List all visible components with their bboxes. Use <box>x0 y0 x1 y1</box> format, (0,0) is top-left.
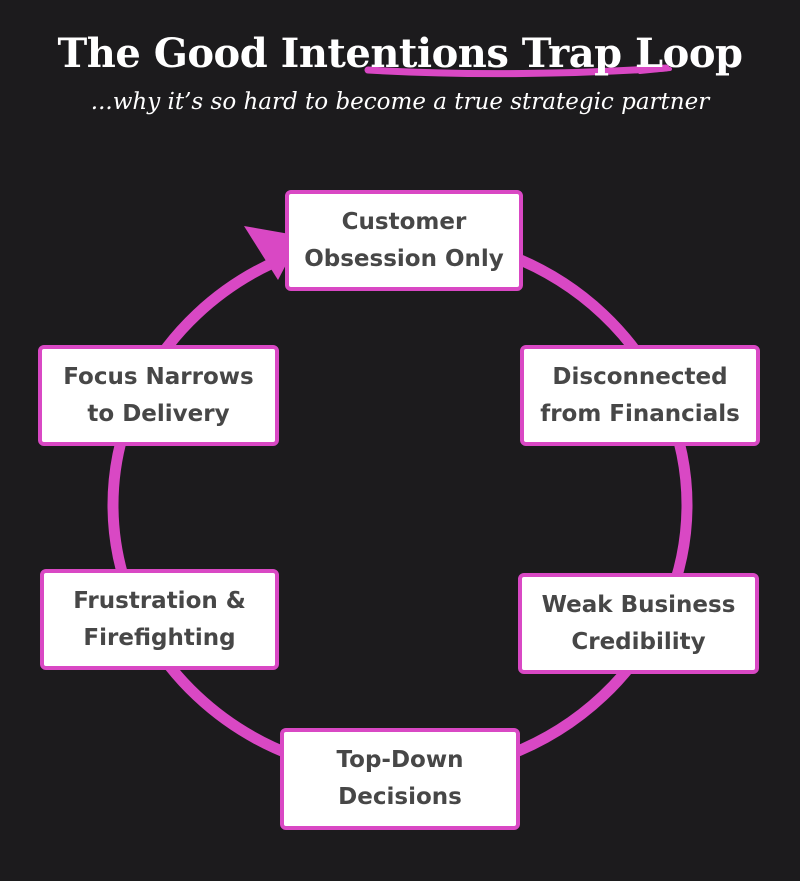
node-label-line: Firefighting <box>83 624 236 651</box>
loop-ring <box>107 229 693 781</box>
node-label-line: Customer <box>341 208 467 235</box>
loop-node-customer-obsession: Customer Obsession Only <box>285 190 523 291</box>
node-label-line: Frustration & <box>73 587 246 614</box>
node-label-line: Weak Business <box>541 591 736 618</box>
node-label-line: Decisions <box>338 784 462 810</box>
node-label-line: Focus Narrows <box>63 363 254 390</box>
diagram-title: The Good Intentions Trap Loop <box>57 30 743 77</box>
node-label-line: Disconnected <box>552 363 728 390</box>
node-label-line: from Financials <box>540 400 740 427</box>
loop-node-frustration-firefighting: Frustration & Firefighting <box>40 569 279 670</box>
node-label-line: to Delivery <box>87 400 230 427</box>
node-label-line: Top-Down <box>336 747 464 773</box>
diagram-subtitle: ...why it’s so hard to become a true str… <box>90 89 710 115</box>
loop-node-top-down-decisions: Top-Down Decisions <box>280 728 520 830</box>
loop-node-weak-credibility: Weak Business Credibility <box>518 573 759 674</box>
loop-node-focus-narrows: Focus Narrows to Delivery <box>38 345 279 446</box>
node-label-line: Obsession Only <box>304 245 504 272</box>
node-label-line: Credibility <box>571 628 706 655</box>
loop-node-disconnected-financials: Disconnected from Financials <box>520 345 760 446</box>
